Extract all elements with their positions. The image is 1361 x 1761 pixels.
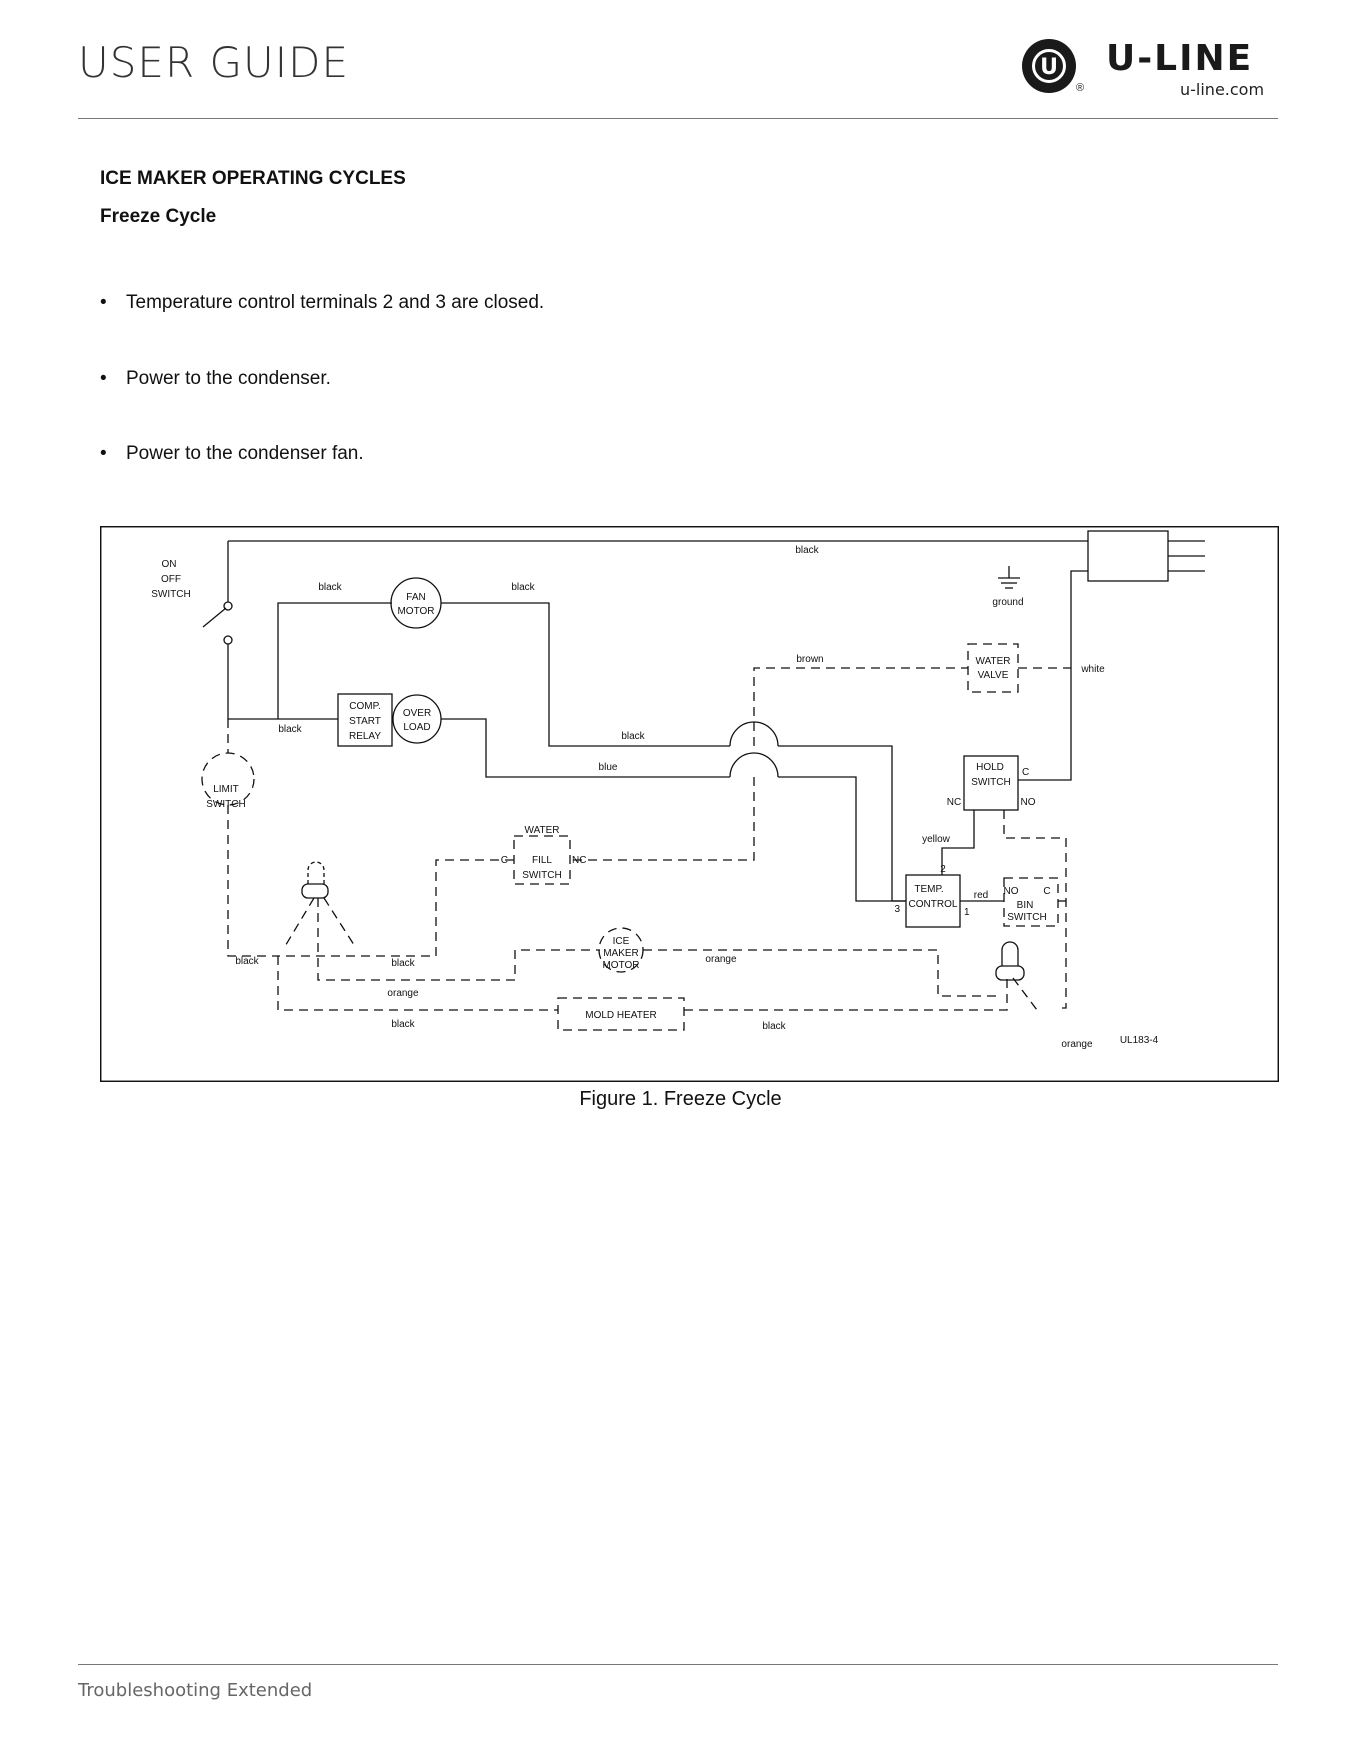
switch-label: SWITCH <box>151 589 190 600</box>
wiring-diagram-svg: ON OFF SWITCH FAN MOTOR COMP. START RELA… <box>99 525 1280 1083</box>
fan-motor-label: MOTOR <box>397 606 434 617</box>
wire-label: black <box>318 582 342 593</box>
fan-label: FAN <box>406 592 425 603</box>
hold-switch-label: SWITCH <box>971 777 1010 788</box>
wire-label: black <box>511 582 535 593</box>
ice-motor-label: MOTOR <box>602 960 639 971</box>
switch-off-label: OFF <box>161 574 181 585</box>
start-label: START <box>349 716 381 727</box>
wire-label: black <box>391 958 415 969</box>
relay-label: RELAY <box>349 731 381 742</box>
maker-label: MAKER <box>603 948 639 959</box>
water-valve-water-label: WATER <box>976 656 1011 667</box>
hold-label: HOLD <box>976 762 1004 773</box>
mold-heater-label: MOLD HEATER <box>585 1010 657 1021</box>
wire-label: red <box>974 890 988 901</box>
ground-label: ground <box>992 597 1023 608</box>
bullet-item: • Power to the condenser. <box>100 368 331 390</box>
diagram-code-label: UL183-4 <box>1120 1035 1159 1046</box>
wire-label: orange <box>1061 1039 1093 1050</box>
bullet-item: • Power to the condenser fan. <box>100 443 364 465</box>
wire-label: black <box>795 545 819 556</box>
bin-no-label: NO <box>1004 886 1019 897</box>
wire-label: brown <box>796 654 823 665</box>
bin-switch-label: SWITCH <box>1007 912 1046 923</box>
bin-c-label: C <box>1043 886 1050 897</box>
terminal-3-label: 3 <box>894 904 900 915</box>
wire-label: black <box>762 1021 786 1032</box>
wire-label: orange <box>705 954 737 965</box>
footer-divider <box>78 1664 1278 1665</box>
water-fill-water-label: WATER <box>525 825 560 836</box>
logo-mark-icon: U <box>1022 39 1076 93</box>
switch-on-label: ON <box>162 559 177 570</box>
valve-label: VALVE <box>978 670 1009 681</box>
bullet-item: • Temperature control terminals 2 and 3 a… <box>100 292 544 314</box>
wire-label: black <box>235 956 259 967</box>
figure-caption: Figure 1. Freeze Cycle <box>579 1088 782 1110</box>
bullet-dot-icon: • <box>100 368 107 389</box>
wire-label: blue <box>599 762 618 773</box>
u-line-logo: U ® U-LINE u-line.com <box>1020 36 1280 106</box>
load-label: LOAD <box>403 722 430 733</box>
fill-switch-label: SWITCH <box>522 870 561 881</box>
terminal-2-label: 2 <box>940 864 946 875</box>
ice-label: ICE <box>613 936 630 947</box>
wire-label: black <box>391 1019 415 1030</box>
bullet-text: Power to the condenser. <box>126 368 331 389</box>
control-label: CONTROL <box>909 899 958 910</box>
bullet-dot-icon: • <box>100 443 107 464</box>
logo-brand-name: U-LINE <box>1106 38 1254 79</box>
wire-label: yellow <box>922 834 951 845</box>
logo-website: u-line.com <box>1180 80 1265 99</box>
comp-label: COMP. <box>349 701 381 712</box>
hold-c-label: C <box>1022 767 1029 778</box>
temp-label: TEMP. <box>914 884 943 895</box>
limit-switch-label: SWITCH <box>206 799 245 810</box>
freeze-cycle-wiring-diagram: ON OFF SWITCH FAN MOTOR COMP. START RELA… <box>99 525 1280 1083</box>
fill-nc-label: NC <box>572 855 586 866</box>
terminal-1-label: 1 <box>964 907 970 918</box>
bullet-dot-icon: • <box>100 292 107 313</box>
bin-label: BIN <box>1017 900 1034 911</box>
hold-nc-label: NC <box>947 797 961 808</box>
footer-section-name: Troubleshooting Extended <box>78 1680 313 1701</box>
limit-label: LIMIT <box>213 784 239 795</box>
bullet-text: Temperature control terminals 2 and 3 ar… <box>126 292 545 313</box>
logo-mark-letter: U <box>1040 55 1058 80</box>
hold-no-label: NO <box>1021 797 1036 808</box>
wire-label: orange <box>387 988 419 999</box>
bullet-text: Power to the condenser fan. <box>126 443 364 464</box>
fill-label: FILL <box>532 855 552 866</box>
wire-label: black <box>621 731 645 742</box>
subsection-title: Freeze Cycle <box>100 206 217 227</box>
over-label: OVER <box>403 708 431 719</box>
wire-label: white <box>1080 664 1105 675</box>
section-title: ICE MAKER OPERATING CYCLES <box>100 168 406 189</box>
header-divider <box>78 118 1278 119</box>
registered-mark: ® <box>1076 82 1085 94</box>
fill-c-label: C <box>501 855 508 866</box>
wire-label: black <box>278 724 302 735</box>
page-header-title: USER GUIDE <box>78 38 350 87</box>
